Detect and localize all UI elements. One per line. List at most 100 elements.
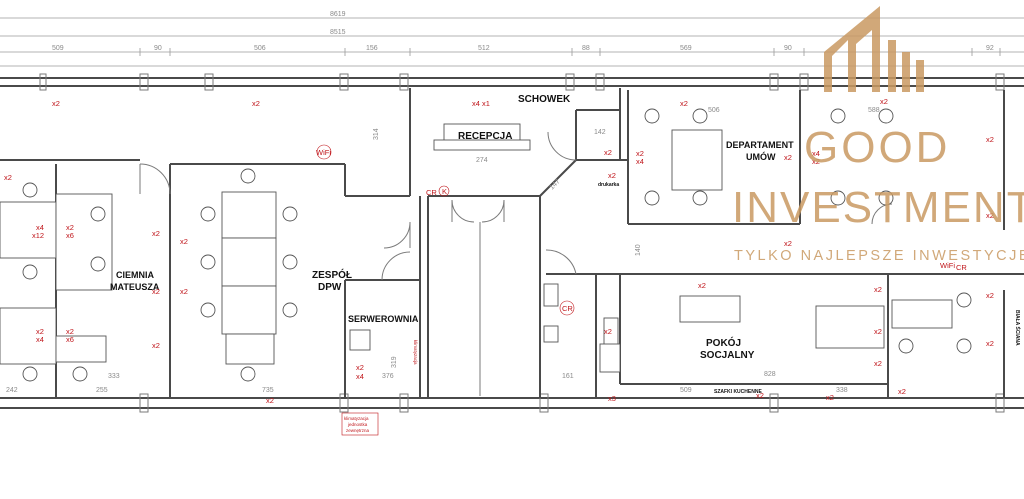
marker-x2: x2 xyxy=(66,223,74,232)
marker-x2: x2 xyxy=(152,341,160,350)
label-biala-sciana: BIAŁA ŚCIANA xyxy=(1014,310,1021,346)
room-zespol-line1: ZESPÓŁ xyxy=(312,268,352,281)
marker-x4: x4 xyxy=(636,157,644,166)
dim-506b: 506 xyxy=(708,107,720,114)
dim-274: 274 xyxy=(476,157,488,164)
marker-x4: x4 xyxy=(356,372,364,381)
marker-x2: x2 xyxy=(180,237,188,246)
room-ciemnia-line2: MATEUSZA xyxy=(110,282,160,292)
marker-x2: x2 xyxy=(986,211,994,220)
dim-161: 161 xyxy=(562,373,574,380)
dim-509: 509 xyxy=(52,45,64,52)
dim-90b: 90 xyxy=(784,45,792,52)
room-serwerownia: SERWEROWNIA xyxy=(348,314,419,324)
marker-x2: x2 xyxy=(152,287,160,296)
room-ciemnia-line1: CIEMNIA xyxy=(116,270,155,280)
marker-x6: x6 xyxy=(66,335,74,344)
marker-x2: x2 xyxy=(36,327,44,336)
marker-x2: x2 xyxy=(898,387,906,396)
marker-x12: x12 xyxy=(32,231,44,240)
dim-506: 506 xyxy=(254,45,266,52)
marker-x2: x2 xyxy=(826,393,834,402)
chairs xyxy=(22,108,972,382)
wifi-label: WiFi xyxy=(940,261,955,270)
room-departament-line2: UMÓW xyxy=(746,151,776,162)
marker-x2: x2 xyxy=(784,153,792,162)
dim-569: 569 xyxy=(680,45,692,52)
note-szafki: SZAFKI KUCHENNE xyxy=(714,389,762,395)
dim-512: 512 xyxy=(478,45,490,52)
marker-x6: x6 xyxy=(66,231,74,240)
dim-90: 90 xyxy=(154,45,162,52)
dim-8515: 8515 xyxy=(330,29,346,36)
marker-x2: x2 xyxy=(152,229,160,238)
brand-line1: GOOD xyxy=(804,123,950,172)
notes: drukarka SZAFKI KUCHENNE klimatyzacja je… xyxy=(341,182,762,436)
note-drukarka: drukarka xyxy=(598,182,619,188)
marker-x2: x2 xyxy=(874,327,882,336)
marker-x2: x2 xyxy=(698,281,706,290)
marker-x2: x2 xyxy=(604,327,612,336)
marker-x2: x2 xyxy=(986,339,994,348)
marker-x2: x2 xyxy=(608,171,616,180)
dim-140: 140 xyxy=(635,244,642,256)
marker-x2: x2 xyxy=(266,396,274,405)
marker-x2: x2 xyxy=(252,99,260,108)
wifi-label: WiFi xyxy=(316,148,331,157)
marker-x4: x4 xyxy=(36,335,44,344)
dim-147: 147 xyxy=(548,178,561,191)
brand-watermark: GOOD INVESTMENT TYLKO NAJLEPSZE INWESTYC… xyxy=(732,6,1024,264)
marker-x2: x2 xyxy=(4,173,12,182)
room-labels: SCHOWEK RECEPCJA DEPARTAMENT UMÓW CIEMNI… xyxy=(110,94,1021,361)
marker-x2: x2 xyxy=(874,359,882,368)
dim-509b: 509 xyxy=(680,387,692,394)
marker-x2: x2 xyxy=(986,291,994,300)
room-departament-line1: DEPARTAMENT xyxy=(726,140,794,150)
marker-x2: x2 xyxy=(874,285,882,294)
room-pokoj-line1: POKÓJ xyxy=(706,336,741,349)
dim-735: 735 xyxy=(262,387,274,394)
room-pokoj-line2: SOCJALNY xyxy=(700,350,755,361)
markers: x2 x2 x4 x1 x2 x2 x2 x4 x12 x2 x6 x2 x4 … xyxy=(4,97,994,405)
dim-8619: 8619 xyxy=(330,11,346,18)
note-klim-2: jednostka xyxy=(347,422,368,427)
cr-label: CR xyxy=(956,263,967,272)
note-klim-3: zewnętrzna xyxy=(346,428,370,433)
dim-338: 338 xyxy=(836,387,848,394)
marker-x2: x2 xyxy=(986,135,994,144)
marker-x4: x4 xyxy=(36,223,44,232)
interior-dimensions: 274 314 242 255 333 735 376 161 509 828 … xyxy=(6,107,880,394)
furniture xyxy=(0,123,953,396)
marker-x2: x2 xyxy=(756,391,764,400)
marker-x2: x2 xyxy=(680,99,688,108)
marker-x2: x2 xyxy=(356,363,364,372)
marker-x3: x3 xyxy=(608,394,616,403)
room-zespol-line2: DPW xyxy=(318,282,342,293)
k-label: K xyxy=(442,187,447,196)
cr-label: CR xyxy=(562,304,573,313)
marker-x2: x2 xyxy=(180,287,188,296)
room-recepcja: RECEPCJA xyxy=(458,131,512,142)
brand-line2: INVESTMENT xyxy=(732,183,1024,232)
room-schowek: SCHOWEK xyxy=(518,94,571,105)
dim-376: 376 xyxy=(382,373,394,380)
marker-x2: x2 xyxy=(52,99,60,108)
marker-x2: x2 xyxy=(784,239,792,248)
dim-333: 333 xyxy=(108,373,120,380)
dim-255: 255 xyxy=(96,387,108,394)
dim-88: 88 xyxy=(582,45,590,52)
cr-label: CR xyxy=(426,188,437,197)
marker-x2: x2 xyxy=(636,149,644,158)
dim-142: 142 xyxy=(594,129,606,136)
marker-x2: x2 xyxy=(66,327,74,336)
note-klim-1: klimatyzacja xyxy=(344,416,369,421)
dim-314: 314 xyxy=(373,128,380,140)
dim-92: 92 xyxy=(986,45,994,52)
marker-x2: x2 xyxy=(812,157,820,166)
note-klim-wall: klimatyzacja xyxy=(413,340,418,365)
marker-x2: x2 xyxy=(880,97,888,106)
brand-logo-mark xyxy=(824,6,924,92)
dim-156: 156 xyxy=(366,45,378,52)
dim-319: 319 xyxy=(391,356,398,368)
